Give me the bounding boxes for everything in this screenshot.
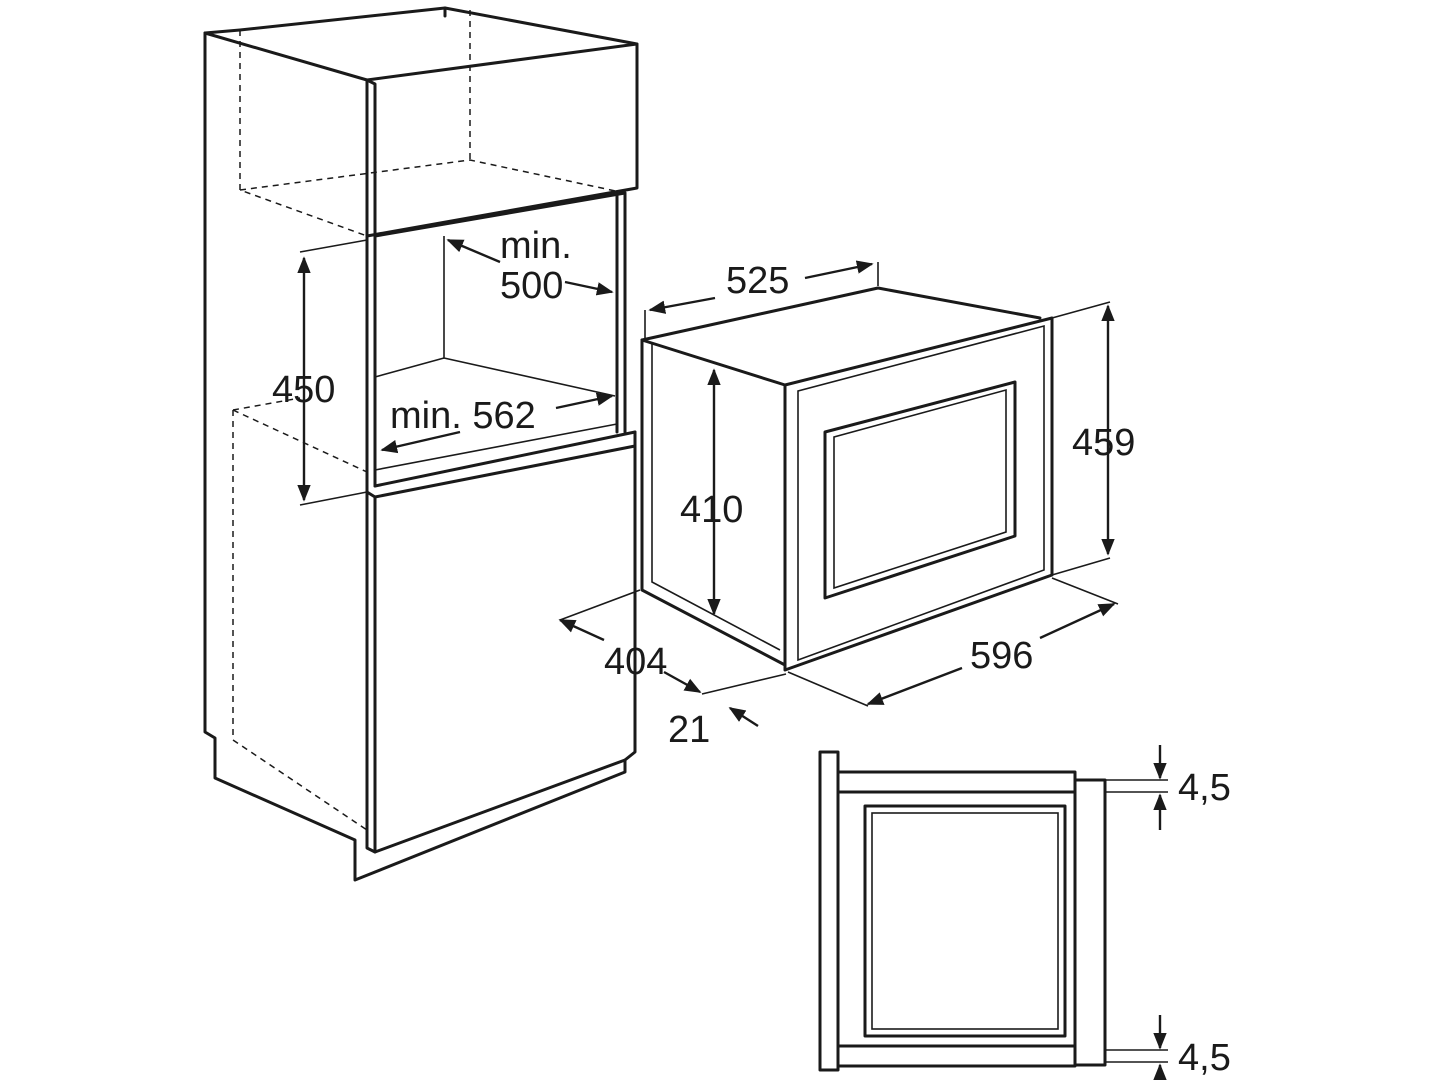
appliance-width-label: 596 <box>970 635 1033 677</box>
tall-cabinet <box>203 6 639 882</box>
body-depth-label: 404 <box>604 641 667 683</box>
appliance-dimensions <box>558 260 1119 728</box>
side-section-detail <box>818 745 1168 1080</box>
built-in-appliance <box>640 286 1054 672</box>
frame-depth-label: 21 <box>668 709 710 751</box>
gap-top-label: 4,5 <box>1178 767 1231 809</box>
appliance-height-label: 459 <box>1072 422 1135 464</box>
gap-bottom-label: 4,5 <box>1178 1037 1231 1079</box>
min-depth-value-label: 500 <box>500 265 563 307</box>
appliance-depth-label: 525 <box>726 260 789 302</box>
cabinet-dimensions <box>297 238 614 506</box>
body-height-label: 410 <box>680 489 743 531</box>
min-width-label: min. 562 <box>390 395 536 437</box>
min-depth-word-label: min. <box>500 225 572 267</box>
niche-height-label: 450 <box>272 369 335 411</box>
